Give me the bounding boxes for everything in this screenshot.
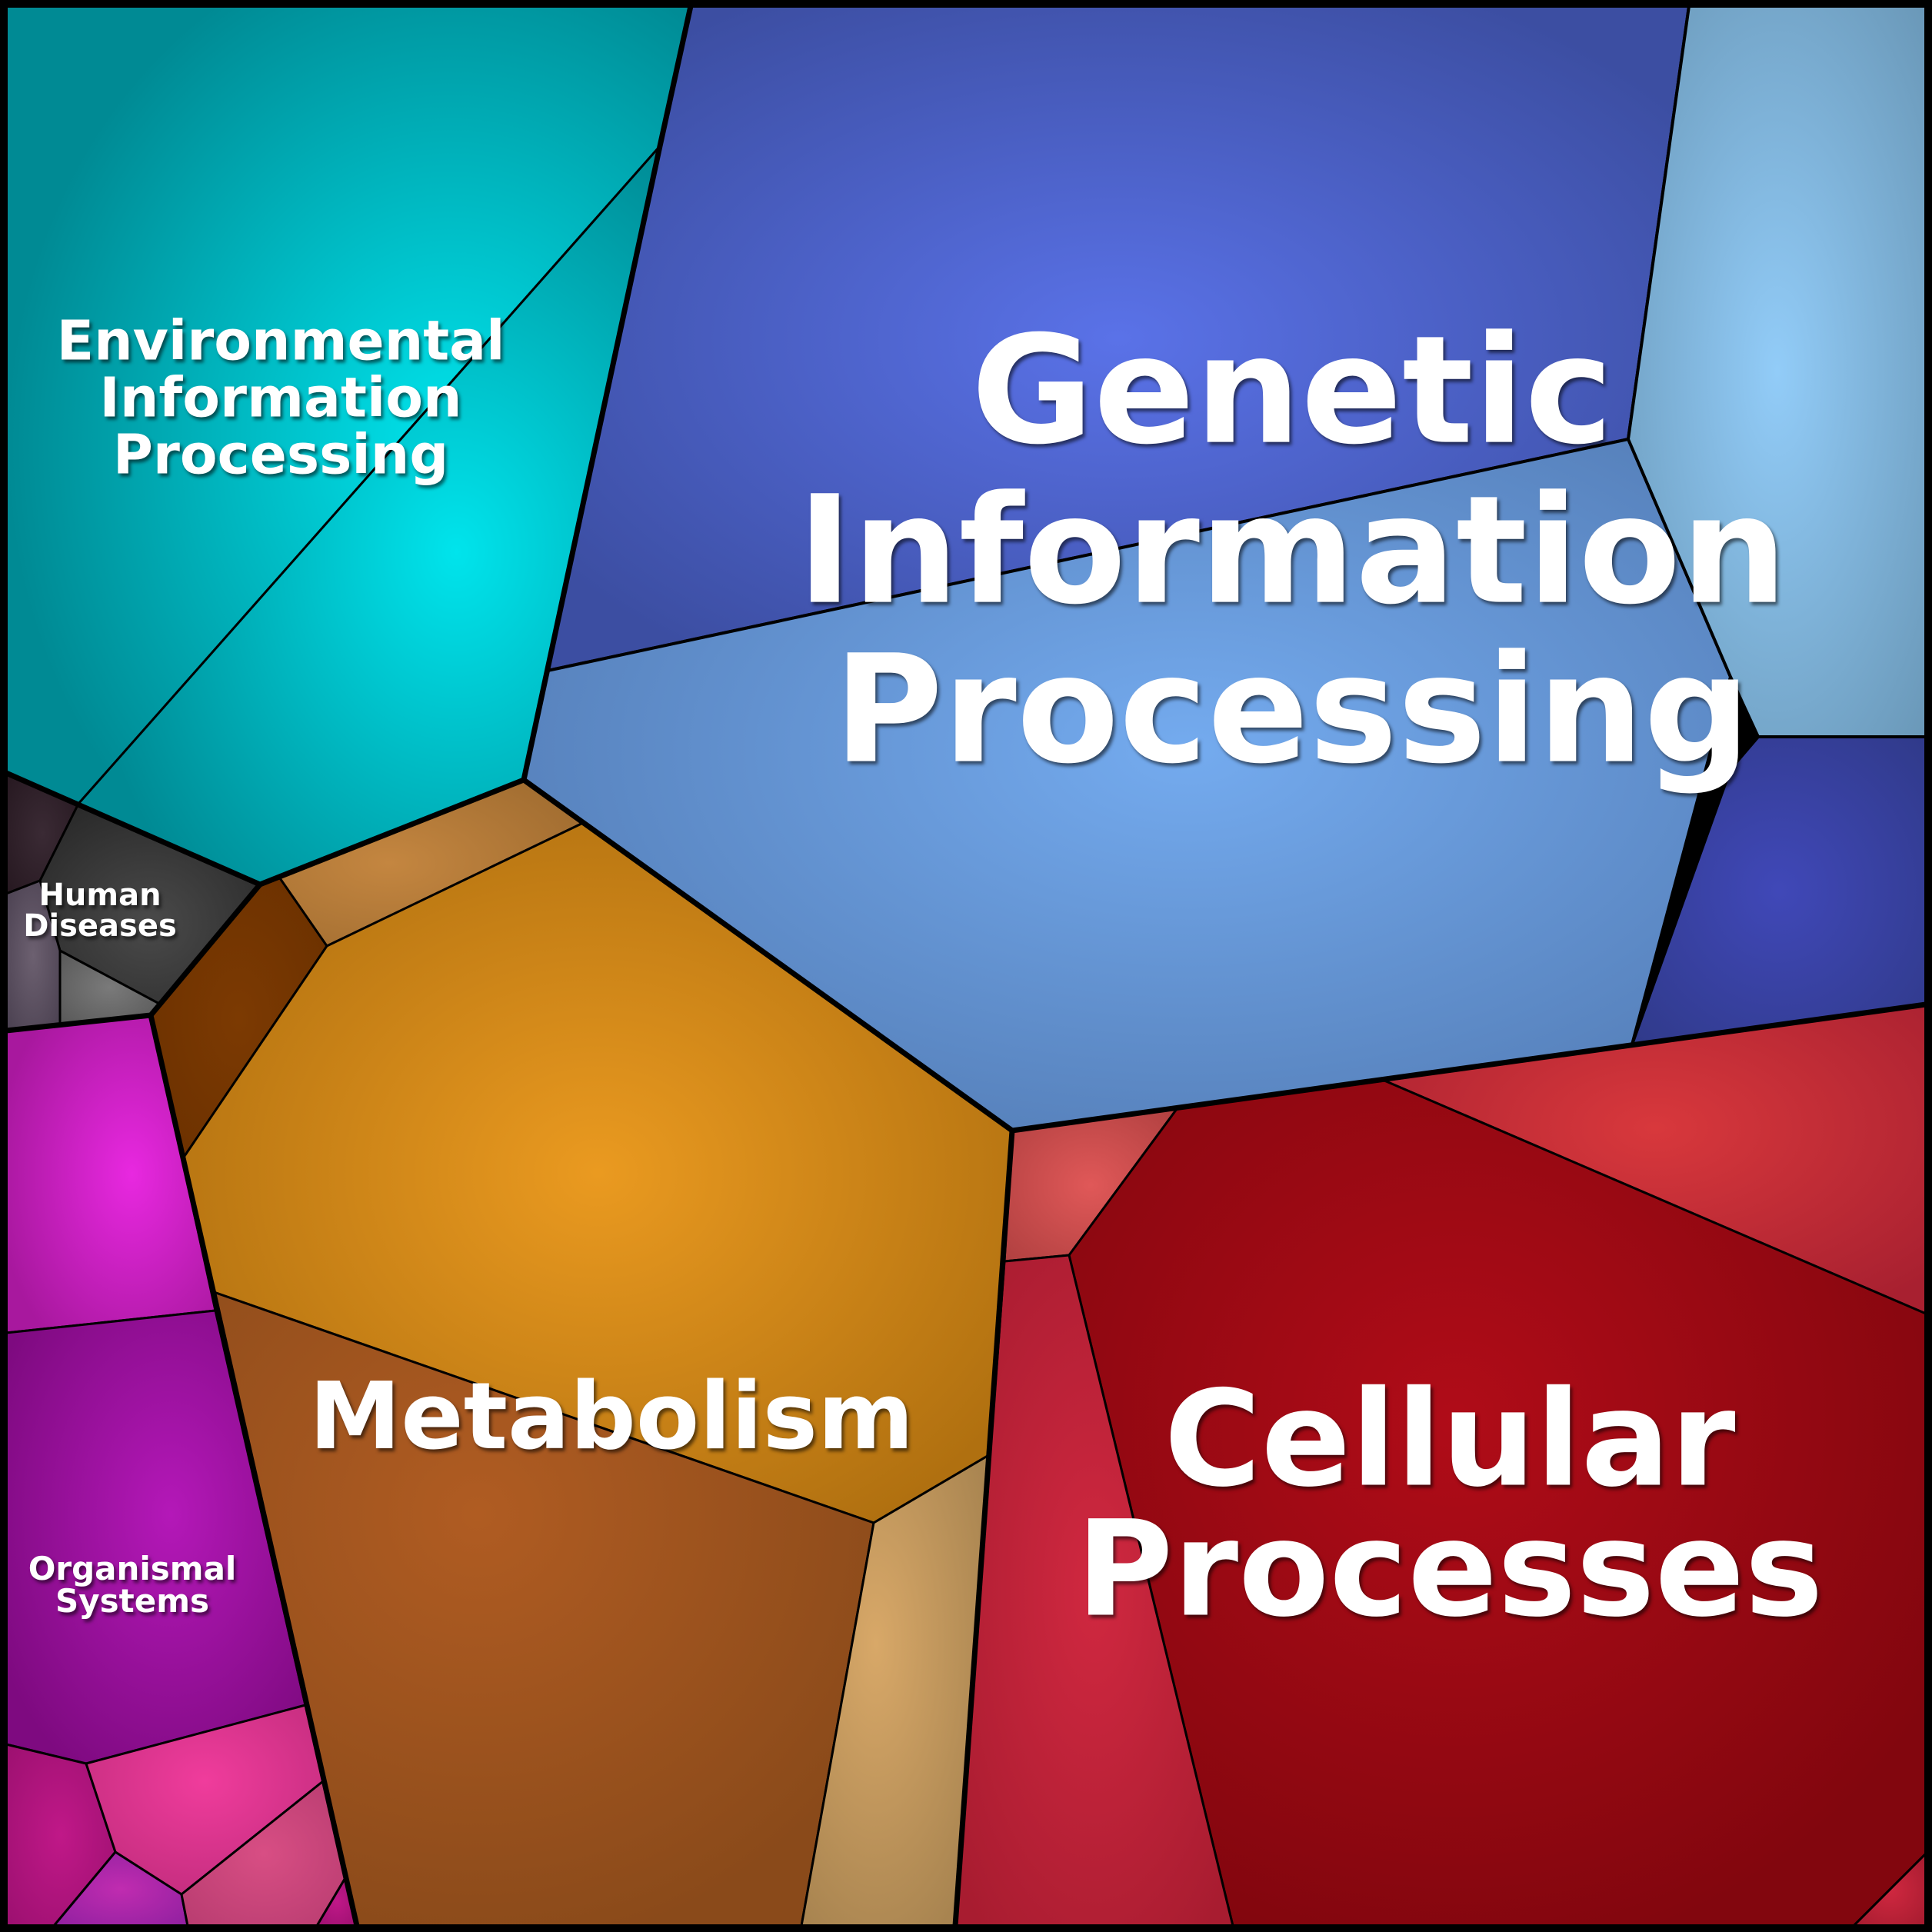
label-cellular-processes: Cellular Processes: [1076, 1361, 1824, 1646]
label-genetic-information-processing: Genetic Information Processing: [797, 311, 1787, 791]
label-line: Diseases: [23, 908, 177, 944]
label-line: Systems: [55, 1582, 209, 1620]
label-environmental-information-processing: Environmental Information Processing: [57, 312, 505, 482]
label-line: Human: [38, 878, 162, 913]
label-line: Processing: [112, 421, 449, 486]
category-border: [148, 1014, 360, 1927]
label-line: Organismal: [28, 1550, 237, 1587]
label-organismal-systems: Organismal Systems: [28, 1553, 237, 1617]
label-line: Information: [99, 365, 462, 430]
label-line: Information: [797, 463, 1787, 638]
label-line: Processing: [833, 622, 1751, 797]
label-metabolism: Metabolism: [308, 1364, 914, 1471]
label-line: Environmental: [56, 308, 505, 373]
label-human-diseases: Human Diseases: [23, 880, 177, 941]
label-line: Cellular: [1164, 1361, 1736, 1517]
label-line: Processes: [1076, 1491, 1824, 1646]
label-line: Genetic: [971, 303, 1614, 478]
label-line: Metabolism: [308, 1364, 914, 1471]
category-border: [952, 1130, 1015, 1927]
